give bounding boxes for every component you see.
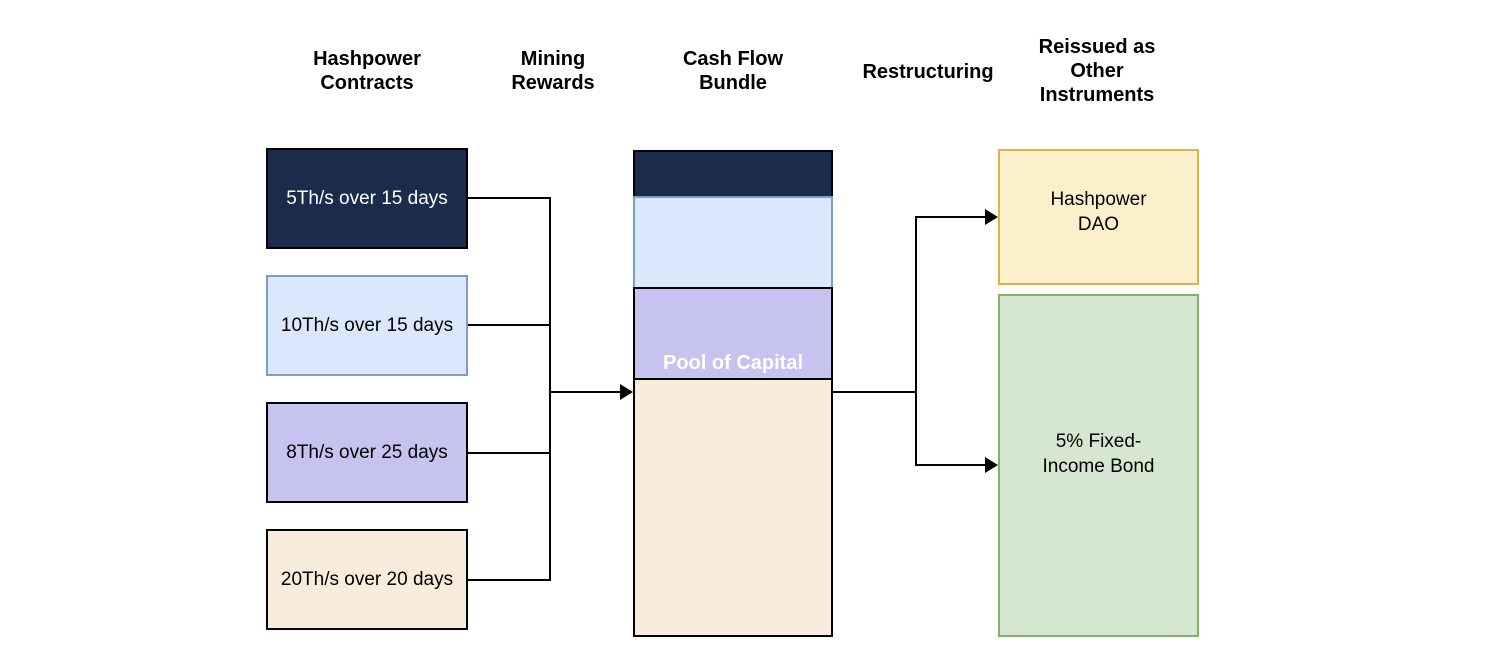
arrowhead-into-bundle-icon (620, 384, 633, 400)
instrument-label: Hashpower DAO (1050, 189, 1147, 235)
connector-contract4-line (468, 579, 550, 581)
header-hashpower-contracts: Hashpower Contracts (313, 48, 421, 94)
bundle-segment-purple (633, 287, 833, 380)
connector-contract2-line (468, 324, 550, 326)
pool-of-capital-label: Pool of Capital (663, 352, 803, 374)
bundle-segment-blue (633, 196, 833, 289)
connector-right-trunk-line (915, 216, 917, 466)
contract-box-10ths-15days: 10Th/s over 15 days (266, 275, 468, 376)
contract-box-8ths-25days: 8Th/s over 25 days (266, 402, 468, 503)
bundle-segment-navy (633, 150, 833, 198)
connector-to-dao-line (915, 216, 987, 218)
contract-label: 8Th/s over 25 days (286, 442, 448, 463)
connector-into-bundle-line (549, 391, 622, 393)
connector-bundle-out-line (833, 391, 916, 393)
contract-box-5ths-15days: 5Th/s over 15 days (266, 148, 468, 249)
arrowhead-to-bond-icon (985, 457, 998, 473)
header-restructuring: Restructuring (862, 61, 994, 83)
instrument-label: 5% Fixed- Income Bond (1042, 430, 1155, 477)
instrument-box-hashpower-dao: Hashpower DAO (998, 149, 1199, 285)
header-mining-rewards: Mining Rewards (511, 48, 595, 94)
connector-contract3-line (468, 452, 550, 454)
header-cash-flow-bundle: Cash Flow Bundle (682, 48, 783, 94)
header-reissued-as-other-instruments: Reissued as Other Instruments (1038, 36, 1156, 106)
contract-label: 20Th/s over 20 days (280, 569, 454, 590)
instrument-box-fixed-income-bond: 5% Fixed- Income Bond (998, 294, 1199, 637)
connector-contract1-line (468, 197, 550, 199)
connector-left-trunk-line (549, 197, 551, 581)
bundle-segment-cream (633, 378, 833, 637)
contract-label: 10Th/s over 15 days (280, 315, 454, 336)
arrowhead-to-dao-icon (985, 209, 998, 225)
connector-to-bond-line (915, 464, 987, 466)
contract-box-20ths-20days: 20Th/s over 20 days (266, 529, 468, 630)
contract-label: 5Th/s over 15 days (286, 188, 448, 209)
